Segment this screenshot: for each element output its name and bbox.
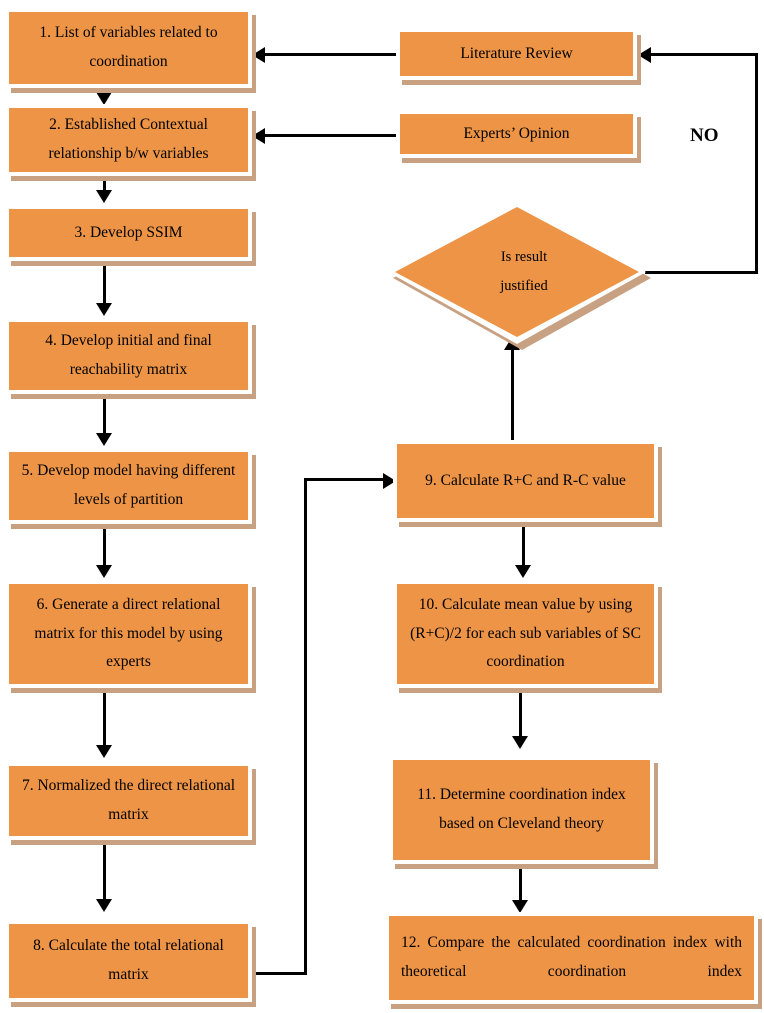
node-experts-opinion-label: Experts’ Opinion bbox=[463, 124, 570, 142]
node-step-3[interactable]: 3. Develop SSIM bbox=[5, 205, 252, 261]
arrowhead-no-loop-to-literature-review bbox=[638, 47, 651, 63]
arrowhead-4-to-5 bbox=[96, 433, 112, 446]
node-step-3-label: 3. Develop SSIM bbox=[74, 223, 183, 241]
node-step-10[interactable]: 10. Calculate mean value by using (R+C)/… bbox=[393, 580, 658, 688]
node-step-6-label: 6. Generate a direct relational matrix f… bbox=[34, 595, 223, 671]
connector-experts-opinion-to-2 bbox=[258, 134, 398, 137]
node-step-7[interactable]: 7. Normalized the direct relational matr… bbox=[5, 762, 252, 840]
arrowhead-7-to-8 bbox=[96, 899, 112, 912]
connector-8-to-9-segment-vertical bbox=[304, 478, 307, 975]
arrowhead-6-to-7 bbox=[96, 745, 112, 758]
node-step-5-label: 5. Develop model having different levels… bbox=[21, 462, 236, 508]
node-literature-review-label: Literature Review bbox=[460, 44, 573, 62]
arrowhead-1-to-2 bbox=[96, 92, 112, 105]
connector-4-to-5 bbox=[103, 396, 106, 438]
connector-9-to-10 bbox=[522, 522, 525, 570]
node-step-12[interactable]: 12. Compare the calculated coordination … bbox=[385, 912, 758, 1004]
connector-8-to-9-segment-bottom bbox=[256, 972, 306, 975]
connector-9-to-decision bbox=[511, 348, 514, 442]
connector-11-to-12 bbox=[519, 866, 522, 906]
connector-6-to-7 bbox=[103, 690, 106, 748]
connector-literature-review-to-1 bbox=[258, 53, 398, 56]
node-experts-opinion[interactable]: Experts’ Opinion bbox=[396, 110, 637, 158]
decision-is-result-justified[interactable]: Is result justified bbox=[388, 200, 651, 350]
node-step-10-label: 10. Calculate mean value by using (R+C)/… bbox=[410, 595, 641, 671]
arrowhead-10-to-11 bbox=[512, 736, 528, 749]
arrowhead-9-to-10 bbox=[515, 565, 531, 578]
node-literature-review[interactable]: Literature Review bbox=[396, 28, 637, 80]
node-step-7-label: 7. Normalized the direct relational matr… bbox=[21, 777, 236, 823]
node-step-11-label: 11. Determine coordination index based o… bbox=[417, 786, 626, 832]
node-step-2-label: 2. Established Contextual relationship b… bbox=[48, 116, 209, 162]
connector-10-to-11 bbox=[519, 690, 522, 740]
decision-fill bbox=[395, 207, 639, 337]
node-step-8-label: 8. Calculate the total relational matrix bbox=[33, 937, 224, 983]
connector-no-loop-segment-vertical bbox=[755, 53, 758, 274]
node-step-5[interactable]: 5. Develop model having different levels… bbox=[5, 448, 252, 524]
node-step-12-label: 12. Compare the calculated coordination … bbox=[401, 934, 742, 980]
node-step-9-label: 9. Calculate R+C and R-C value bbox=[425, 471, 626, 489]
arrowhead-8-to-9 bbox=[383, 473, 396, 489]
connector-no-loop-segment-top bbox=[645, 53, 758, 56]
node-step-1[interactable]: 1. List of variables related to coordina… bbox=[5, 8, 252, 88]
connector-7-to-8 bbox=[103, 842, 106, 900]
connector-no-loop-segment-right bbox=[645, 271, 758, 274]
node-step-1-label: 1. List of variables related to coordina… bbox=[39, 24, 218, 70]
node-step-11[interactable]: 11. Determine coordination index based o… bbox=[389, 756, 654, 864]
connector-3-to-4 bbox=[103, 264, 106, 308]
arrowhead-3-to-4 bbox=[96, 303, 112, 316]
node-step-2[interactable]: 2. Established Contextual relationship b… bbox=[5, 104, 252, 176]
arrowhead-5-to-6 bbox=[96, 565, 112, 578]
node-step-8[interactable]: 8. Calculate the total relational matrix bbox=[5, 920, 252, 1002]
arrowhead-literature-review-to-1 bbox=[252, 47, 265, 63]
node-step-4[interactable]: 4. Develop initial and final reachabilit… bbox=[5, 318, 252, 394]
node-step-9[interactable]: 9. Calculate R+C and R-C value bbox=[393, 440, 658, 522]
arrowhead-experts-opinion-to-2 bbox=[252, 128, 265, 144]
connector-5-to-6 bbox=[103, 526, 106, 570]
arrowhead-11-to-12 bbox=[512, 900, 528, 913]
connector-2-to-3 bbox=[103, 176, 106, 194]
connector-8-to-9-segment-top bbox=[304, 478, 390, 481]
edge-label-no: NO bbox=[690, 125, 719, 146]
node-step-4-label: 4. Develop initial and final reachabilit… bbox=[45, 332, 212, 378]
arrowhead-2-to-3 bbox=[96, 190, 112, 203]
node-step-6[interactable]: 6. Generate a direct relational matrix f… bbox=[5, 580, 252, 688]
